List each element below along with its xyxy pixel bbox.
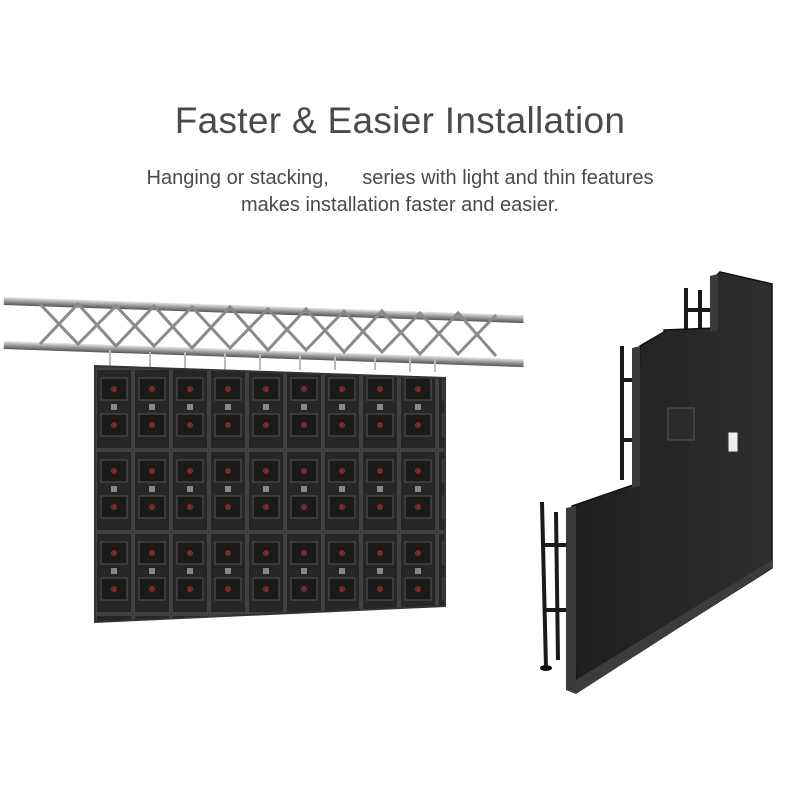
subtitle-line-1: Hanging or stacking, series with light a… — [146, 167, 654, 189]
wall-edge — [566, 506, 576, 694]
bottom-trim — [576, 560, 772, 694]
hanging-led-wall — [94, 364, 446, 624]
floor-base — [540, 665, 552, 671]
subtitle-line-2: makes installation faster and easier. — [241, 194, 559, 216]
truss — [3, 296, 524, 368]
wall-edge-mid — [632, 346, 640, 488]
page-title: Faster & Easier Installation — [174, 100, 626, 141]
subtitle: Hanging or stacking, series with light a… — [0, 165, 800, 219]
wall-edge-top — [710, 274, 718, 332]
connector-box — [727, 431, 739, 453]
control-box — [667, 407, 695, 441]
